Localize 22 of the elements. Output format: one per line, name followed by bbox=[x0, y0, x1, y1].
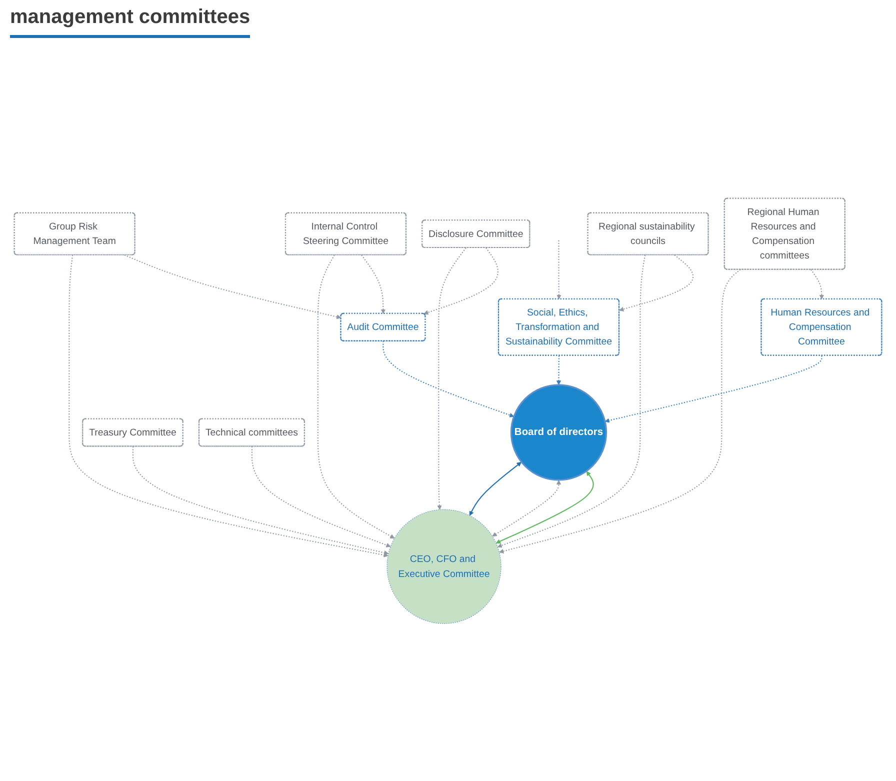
arrow bbox=[497, 254, 646, 548]
node-circle: CEO, CFO and Executive Committee bbox=[386, 508, 502, 624]
arrow bbox=[604, 355, 822, 422]
arrow bbox=[810, 268, 824, 299]
arrow bbox=[132, 446, 389, 555]
arrow bbox=[424, 247, 498, 314]
arrow bbox=[251, 446, 391, 547]
arrow bbox=[68, 254, 388, 557]
arrow bbox=[361, 254, 386, 314]
arrow bbox=[469, 461, 522, 516]
arrow bbox=[124, 254, 342, 319]
diagram-title: management committees bbox=[10, 6, 250, 38]
arrow bbox=[492, 480, 562, 536]
arrow bbox=[496, 470, 594, 544]
arrow bbox=[382, 340, 514, 417]
node-circle: Board of directors bbox=[510, 384, 608, 480]
arrow bbox=[556, 240, 562, 299]
arrow bbox=[437, 247, 466, 510]
arrow bbox=[619, 254, 694, 311]
arrow bbox=[317, 254, 395, 538]
arrow bbox=[556, 355, 562, 385]
arrow bbox=[499, 268, 741, 554]
